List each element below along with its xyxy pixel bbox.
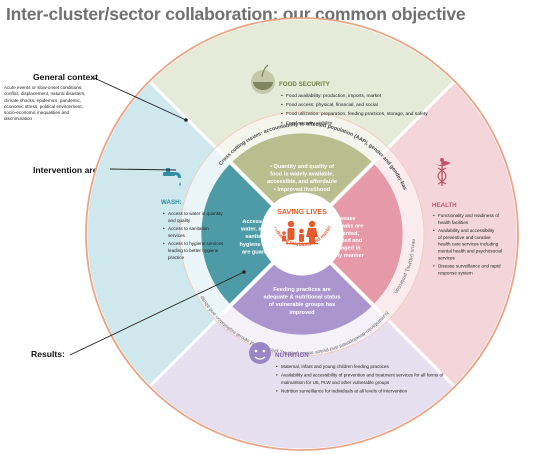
nutrition-item: Availability and accessibility of preven… bbox=[281, 373, 444, 378]
health-bullet: • bbox=[433, 228, 435, 233]
result-line: Feeding practices are bbox=[273, 287, 331, 293]
result-line: of vulnerable groups has bbox=[269, 302, 336, 308]
caduceus-icon bbox=[433, 158, 451, 186]
result-line: outbreaks are bbox=[327, 223, 364, 229]
health-item: health facilities bbox=[438, 220, 469, 225]
health-title: HEALTH bbox=[432, 202, 457, 209]
food-security-bullet: • bbox=[281, 112, 283, 117]
food-security-items: •Food availability: production, imports,… bbox=[281, 93, 428, 126]
food-security-item: Food utilization: preparation, feeding p… bbox=[286, 111, 428, 117]
results-callout-line bbox=[69, 271, 245, 356]
health-bullet: • bbox=[433, 264, 435, 269]
wash-item: practice bbox=[168, 255, 185, 260]
nutrition-bullet: • bbox=[276, 373, 278, 378]
wash-item: Access to sanitation bbox=[168, 226, 209, 231]
nutrition-item: malnutrition for U5, PLW and other vulne… bbox=[281, 380, 390, 385]
wash-bullet: • bbox=[163, 211, 165, 216]
nutrition-result-block bbox=[231, 234, 373, 335]
general-context-callout-dot bbox=[184, 118, 188, 122]
results-callout-dot bbox=[242, 270, 246, 274]
result-line: food is widely available, bbox=[270, 172, 334, 178]
results-heading: Results: bbox=[31, 349, 65, 359]
result-line: improved bbox=[289, 310, 315, 316]
wash-bullet: • bbox=[163, 226, 165, 231]
wash-item: Access to water in quantity bbox=[168, 211, 223, 216]
health-item: mental health and psychosocial bbox=[438, 249, 502, 254]
nutrition-items: •Maternal, infant and young children fee… bbox=[276, 364, 444, 394]
result-line: • Quantity and quality of bbox=[270, 164, 334, 170]
general-context-callout-line bbox=[91, 76, 187, 121]
page-title: Inter-cluster/sector collaboration: our … bbox=[6, 4, 466, 24]
nutrition-title: NUTRITION bbox=[275, 352, 309, 359]
intervention-callout-line bbox=[109, 168, 177, 171]
result-line: • Improved livelihood bbox=[274, 187, 331, 193]
wash-bullet: • bbox=[163, 241, 165, 246]
general-context-text: Acute events or slow-onset conditions: c… bbox=[4, 85, 86, 122]
wash-item: services bbox=[168, 233, 186, 238]
wash-result-text: Access to safe water, adequatesanitation,… bbox=[239, 219, 284, 255]
food-security-item: Food security stability bbox=[286, 120, 333, 126]
food-bowl-icon bbox=[251, 64, 275, 94]
nutrition-bullet: • bbox=[276, 364, 278, 369]
food-security-result-text: • Quantity and quality of food is widely … bbox=[267, 164, 337, 200]
health-item: response system bbox=[438, 270, 473, 275]
wash-item: Access to hygiene services bbox=[168, 241, 224, 246]
food-security-bullet: • bbox=[281, 121, 283, 126]
family-icon bbox=[282, 220, 318, 245]
result-line: are guaranteed bbox=[242, 249, 283, 255]
result-line: sanitation, & bbox=[245, 234, 279, 240]
wash-item: leading to better hygiene bbox=[168, 248, 219, 253]
food-security-item: Food availability: production, imports, … bbox=[286, 93, 382, 99]
health-item: services bbox=[438, 255, 456, 260]
result-line: adequate & nutritional status bbox=[263, 295, 340, 301]
wash-item: and quality bbox=[168, 218, 191, 223]
cross-cutting-ring-border bbox=[179, 111, 425, 357]
health-item: health care services including bbox=[438, 242, 499, 247]
food-security-item: Food access: physical, financial, and so… bbox=[286, 102, 378, 108]
result-line: accessible, and affordable bbox=[267, 179, 337, 185]
nutrition-item: Maternal, infant and young children feed… bbox=[281, 364, 389, 369]
food-security-result-block bbox=[231, 133, 373, 234]
health-item: Functionality and readiness of bbox=[438, 213, 500, 218]
health-item: Availability and accessibility bbox=[438, 228, 495, 233]
food-security-bullet: • bbox=[281, 103, 283, 108]
result-line: detected and bbox=[328, 238, 363, 244]
general-context-heading: General context bbox=[33, 72, 98, 82]
result-line: managed in bbox=[329, 246, 361, 252]
wash-result-block bbox=[201, 163, 302, 305]
nutrition-bullet: • bbox=[276, 389, 278, 394]
result-line: prevented, bbox=[331, 231, 360, 237]
center-title: SAVING LIVES bbox=[277, 207, 327, 216]
nutrition-result-text: Feeding practices are adequate & nutritio… bbox=[263, 287, 340, 316]
result-line: strategies bbox=[289, 194, 315, 200]
health-result-block bbox=[302, 163, 403, 305]
wash-title: WASH: bbox=[161, 199, 182, 206]
health-item: of preventive and curative bbox=[438, 235, 491, 240]
health-bullet: • bbox=[433, 213, 435, 218]
nutrition-item: Nutrition surveillance for individuals a… bbox=[281, 389, 408, 394]
food-security-bullet: • bbox=[281, 94, 283, 99]
result-line: water, adequate bbox=[240, 227, 283, 233]
health-item: Disease surveillance and rapid bbox=[438, 264, 501, 269]
intervention-areas-heading: Intervention areas: bbox=[33, 165, 110, 175]
food-security-title: FOOD SECURITY bbox=[279, 81, 331, 88]
result-line: hygiene services bbox=[239, 242, 284, 248]
result-line: Access to safe bbox=[242, 219, 281, 225]
nutrition-face-icon bbox=[249, 342, 271, 364]
result-line: Disease bbox=[334, 216, 355, 222]
result-line: timely manner bbox=[326, 253, 365, 259]
